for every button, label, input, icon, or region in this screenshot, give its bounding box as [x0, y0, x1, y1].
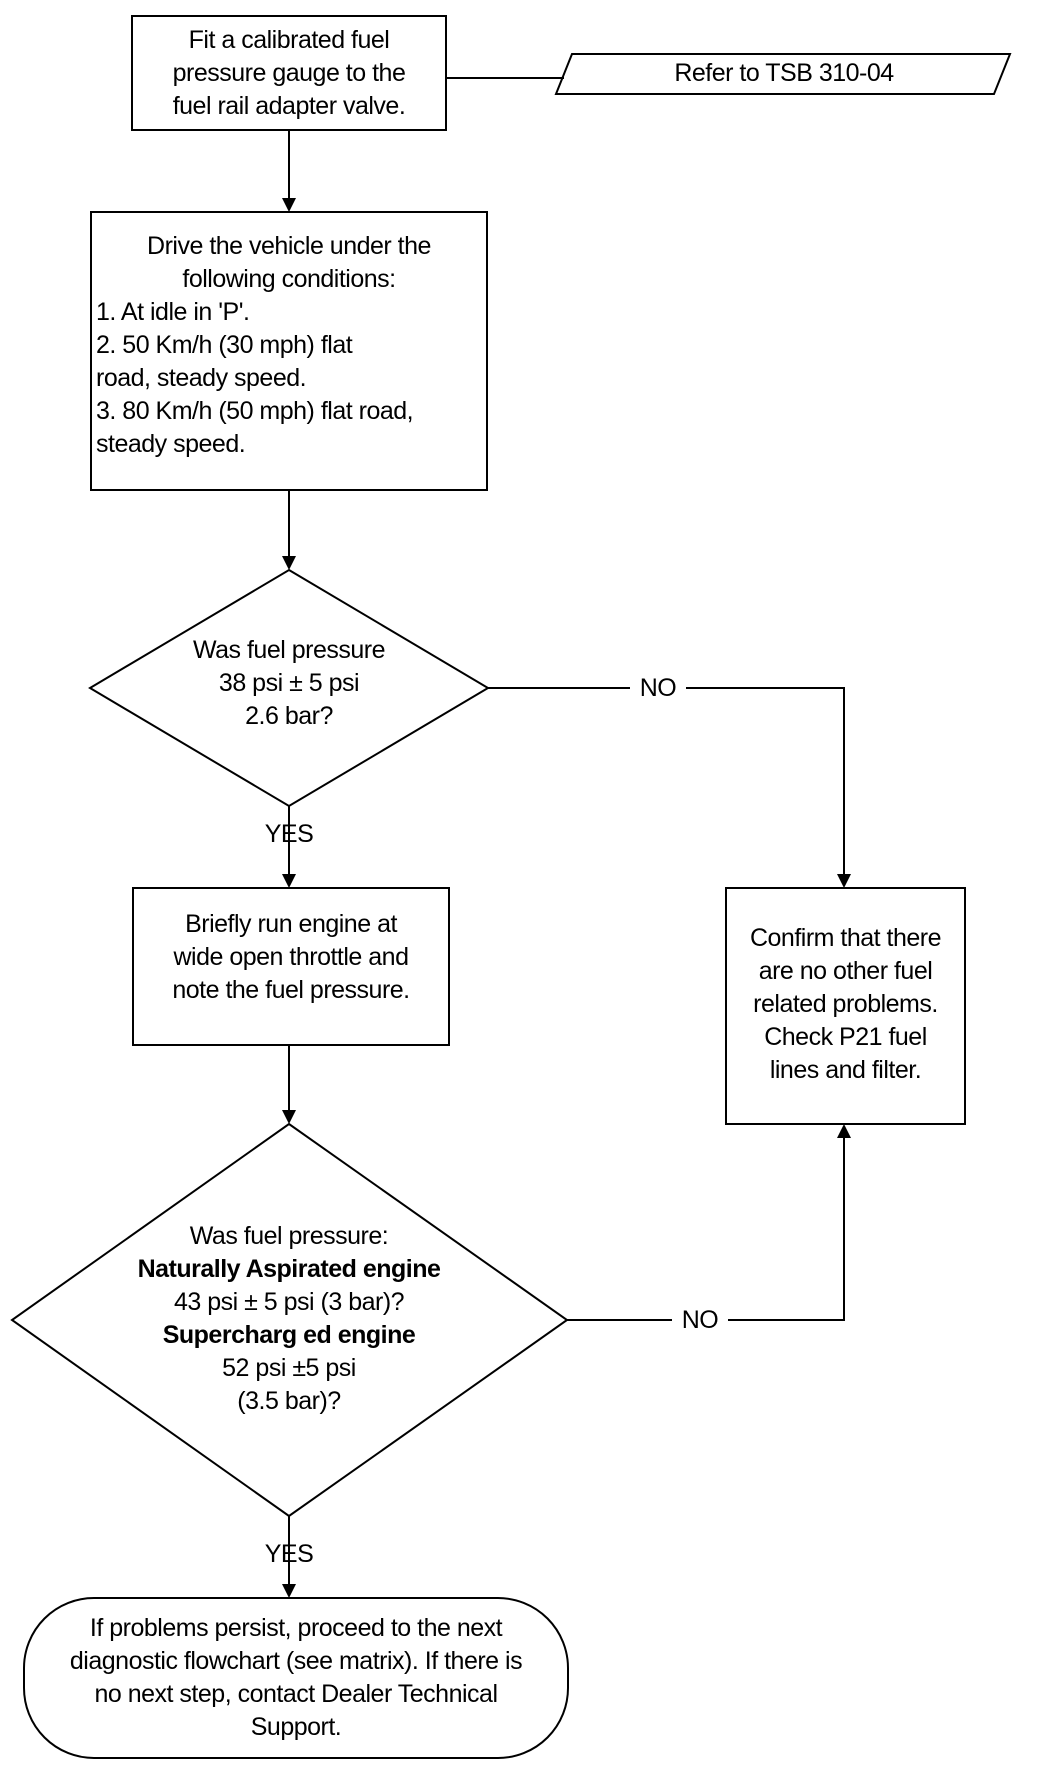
wot-run-text: Briefly run engine at wide open throttle… [133, 908, 449, 1007]
tsb-reference-text: Refer to TSB 310-04 [674, 59, 894, 87]
decision1-line: 2.6 bar? [245, 702, 333, 730]
terminal-line: Support. [250, 1713, 342, 1741]
fit-gauge-text: Fit a calibrated fuel pressure gauge to … [132, 24, 446, 123]
drive-step-line: road, steady speed. [96, 364, 307, 392]
decision1-line: Was fuel pressure [192, 636, 386, 664]
drive-conditions-steps: 1. At idle in 'P'. 2. 50 Km/h (30 mph) f… [96, 296, 484, 461]
wot-run-line: note the fuel pressure. [172, 976, 410, 1004]
drive-heading-line: Drive the vehicle under the [147, 232, 431, 260]
drive-heading-line: following conditions: [182, 265, 396, 293]
decision1-yes-label: YES [264, 820, 314, 848]
check-fuel-line: Check P21 fuel [764, 1023, 927, 1051]
check-fuel-line: are no other fuel [758, 957, 933, 985]
decision-pressure-1-text: Was fuel pressure 38 psi ± 5 psi 2.6 bar… [90, 634, 488, 733]
drive-step-line: 2. 50 Km/h (30 mph) flat [96, 331, 353, 359]
fit-gauge-line: Fit a calibrated fuel [188, 26, 390, 54]
check-fuel-line: Confirm that there [749, 924, 942, 952]
arrowhead-down-icon [282, 1110, 296, 1124]
wot-run-line: wide open throttle and [173, 943, 409, 971]
wot-run-line: Briefly run engine at [185, 910, 397, 938]
fit-gauge-box [131, 15, 447, 131]
decision2-sc-value-bar: (3.5 bar)? [237, 1387, 341, 1415]
drive-step-line: 3. 80 Km/h (50 mph) flat road, [96, 397, 414, 425]
fit-gauge-line: fuel rail adapter valve. [172, 92, 406, 120]
connector-decision2-to-check [567, 1138, 845, 1321]
drive-conditions-heading: Drive the vehicle under the following co… [91, 230, 487, 296]
terminal-text: If problems persist, proceed to the next… [30, 1612, 562, 1744]
terminal-line: If problems persist, proceed to the next [89, 1614, 503, 1642]
check-fuel-text: Confirm that there are no other fuel rel… [726, 922, 965, 1087]
decision2-sc-value: 52 psi ±5 psi [222, 1354, 356, 1382]
check-fuel-line: lines and filter. [769, 1056, 922, 1084]
arrowhead-up-icon [837, 1124, 851, 1138]
arrowhead-down-icon [282, 874, 296, 888]
check-fuel-box [725, 887, 966, 1125]
terminal-line: diagnostic flowchart (see matrix). If th… [69, 1647, 523, 1675]
wot-run-box [132, 887, 450, 1046]
decision2-na-value: 43 psi ± 5 psi (3 bar)? [173, 1288, 405, 1316]
decision-pressure-2-text: Was fuel pressure: Naturally Aspirated e… [60, 1220, 518, 1418]
arrowhead-down-icon [282, 198, 296, 212]
terminal-line: no next step, contact Dealer Technical [94, 1680, 498, 1708]
arrowhead-down-icon [282, 1584, 296, 1598]
arrowhead-down-icon [837, 874, 851, 888]
decision2-question: Was fuel pressure: [189, 1222, 389, 1250]
decision2-yes-label: YES [264, 1540, 314, 1568]
drive-step-line: steady speed. [96, 430, 246, 458]
check-fuel-line: related problems. [753, 990, 938, 1018]
tsb-reference-parallelogram [554, 53, 1012, 95]
decision2-no-label: NO [672, 1304, 728, 1337]
connector-decision1-to-check [488, 687, 845, 874]
fit-gauge-line: pressure gauge to the [172, 59, 406, 87]
decision2-sc-engine: Supercharg ed engine [162, 1321, 416, 1349]
arrowhead-down-icon [282, 556, 296, 570]
drive-step-line: 1. At idle in 'P'. [96, 298, 250, 326]
terminal-rounded-box [23, 1597, 569, 1759]
decision1-line: 38 psi ± 5 psi [218, 669, 360, 697]
decision2-na-engine: Naturally Aspirated engine [137, 1255, 441, 1283]
decision1-no-label: NO [630, 672, 686, 705]
